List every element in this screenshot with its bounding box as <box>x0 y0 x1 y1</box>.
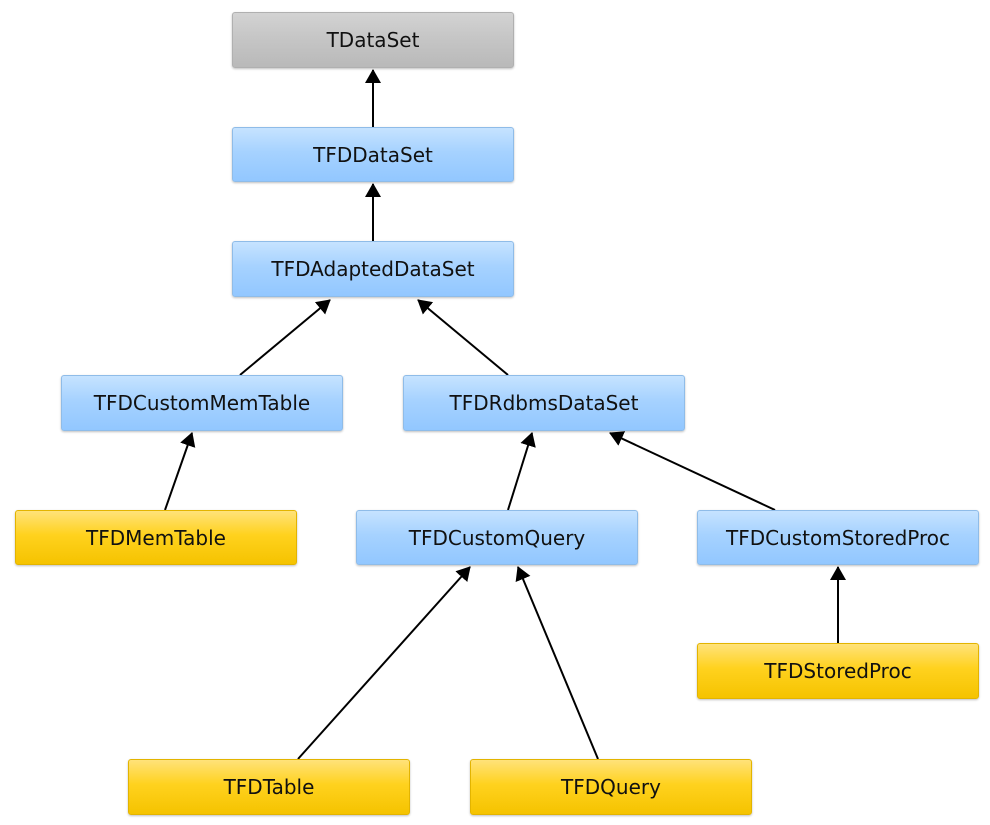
node-tfdcustomstoredproc: TFDCustomStoredProc <box>697 510 979 565</box>
node-tfdcustommemtable: TFDCustomMemTable <box>61 375 343 431</box>
edge-tfdcustomquery-to-tfdrdbmsdataset <box>507 432 536 511</box>
node-tfdmemtable: TFDMemTable <box>15 510 297 565</box>
edge-tfdmemtable-to-tfdcustommemtable <box>164 432 196 511</box>
edge-tfdrdbmsdataset-to-tfdadapteddataset <box>417 299 509 376</box>
node-tfdquery: TFDQuery <box>470 759 752 815</box>
node-tfdtable: TFDTable <box>128 759 410 815</box>
edge-tfdtable-to-tfdcustomquery <box>297 566 471 760</box>
node-tfdstoredproc: TFDStoredProc <box>697 643 979 699</box>
edge-tfdquery-to-tfdcustomquery <box>515 566 599 760</box>
node-tdataset: TDataSet <box>232 12 514 68</box>
node-tfdadapteddataset: TFDAdaptedDataSet <box>232 241 514 297</box>
edge-tfdcustommemtable-to-tfdadapteddataset <box>239 299 331 376</box>
node-tfddataset: TFDDataSet <box>232 127 514 182</box>
node-tfdcustomquery: TFDCustomQuery <box>356 510 638 565</box>
edge-tfdcustomstoredproc-to-tfdrdbmsdataset <box>609 431 776 511</box>
node-tfdrdbmsdataset: TFDRdbmsDataSet <box>403 375 685 431</box>
